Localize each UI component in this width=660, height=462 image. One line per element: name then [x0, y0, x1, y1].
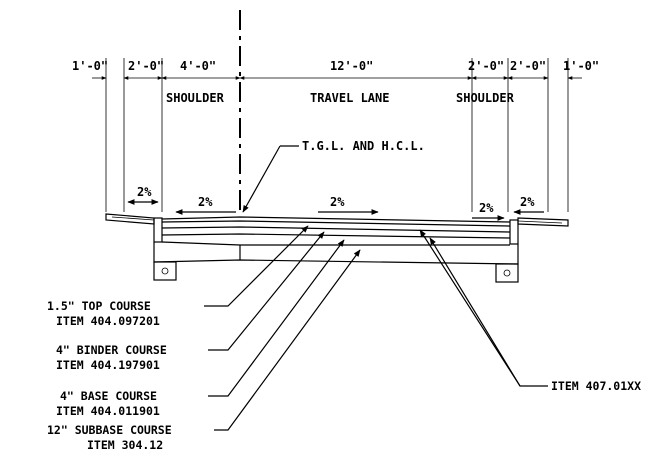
dim-2ft-left: 2'-0" — [128, 59, 164, 73]
subbase-course-name: 12" SUBBASE COURSE — [47, 423, 172, 437]
slope-right-shoulder: 2% — [479, 201, 494, 215]
slope-arrows: 2% 2% 2% 2% 2% — [127, 185, 544, 221]
shoulder-item-label: ITEM 407.01XX — [551, 379, 641, 393]
label-left-shoulder: SHOULDER — [166, 91, 225, 105]
course-leaders — [204, 225, 548, 431]
subbase-course-item: ITEM 304.12 — [87, 438, 163, 452]
dim-12ft: 12'-0" — [330, 59, 373, 73]
binder-course-item: ITEM 404.197901 — [56, 358, 160, 372]
dim-1ft-left: 1'-0" — [72, 59, 108, 73]
dim-1ft-right: 1'-0" — [563, 59, 599, 73]
dim-4ft: 4'-0" — [180, 59, 216, 73]
label-travel-lane: TRAVEL LANE — [310, 91, 389, 105]
base-course-name: 4" BASE COURSE — [60, 389, 157, 403]
slope-lane: 2% — [330, 195, 345, 209]
dim-2ft-right-b: 2'-0" — [510, 59, 546, 73]
pavement-section — [105, 213, 569, 283]
base-course-item: ITEM 404.011901 — [56, 404, 160, 418]
slope-left-outer: 2% — [137, 185, 152, 199]
centerline-label: T.G.L. AND H.C.L. — [302, 139, 425, 153]
centerline-leader — [242, 145, 281, 213]
underdrain-right-icon — [503, 269, 511, 277]
binder-course-name: 4" BINDER COURSE — [56, 343, 167, 357]
top-course-name: 1.5" TOP COURSE — [47, 299, 151, 313]
slope-left-shoulder: 2% — [198, 195, 213, 209]
dimension-string: 1'-0" 2'-0" 4'-0" 12'-0" 2'-0" 2'-0" 1'-… — [72, 58, 599, 212]
dim-2ft-right-a: 2'-0" — [468, 59, 504, 73]
slope-right-outer: 2% — [520, 195, 535, 209]
underdrain-left-icon — [161, 267, 169, 275]
top-course-item: ITEM 404.097201 — [56, 314, 160, 328]
label-right-shoulder: SHOULDER — [456, 91, 515, 105]
